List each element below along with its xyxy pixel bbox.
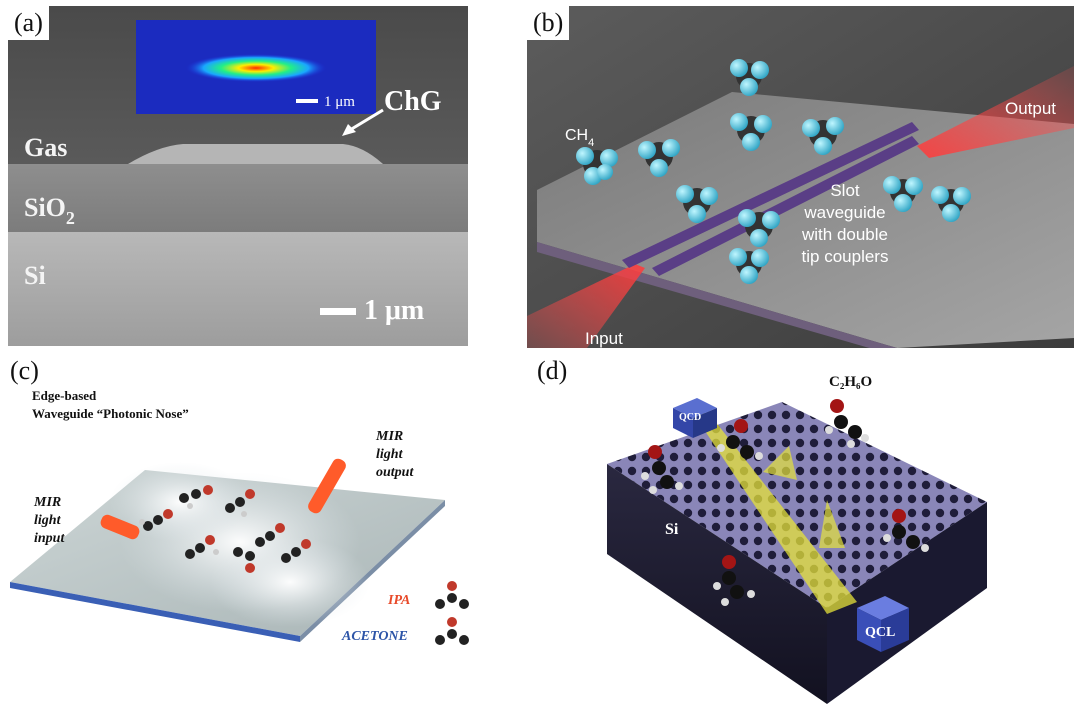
ethanol-molecules <box>641 399 929 606</box>
waveguide-caption: Slot waveguide with double tip couplers <box>801 181 888 266</box>
panel-b: CH4 Output Input Slot waveguide with dou… <box>527 6 1074 348</box>
output-label: Output <box>1005 99 1056 118</box>
svg-text:light: light <box>376 447 404 462</box>
svg-text:tip couplers: tip couplers <box>802 247 889 266</box>
mir-output-beam <box>308 458 346 514</box>
c2h6o-label: C₂H₆O <box>829 374 872 390</box>
panel-a: 1 μm ChG Gas SiO2 Si 1 μm (a) <box>8 6 468 346</box>
ch4-molecules <box>576 59 971 284</box>
input-label: Input <box>585 329 623 348</box>
chg-label: ChG <box>384 86 442 117</box>
legend-acetone-label: ACETONE <box>341 629 408 644</box>
panel-d-image: QCD QCL Si SiO2 C₂H₆O <box>607 374 987 704</box>
panel-d-tag: (d) <box>531 354 574 388</box>
panel-c: Edge-based Waveguide “Photonic Nose” MIR… <box>0 352 520 706</box>
panel-c-tag: (c) <box>4 354 45 388</box>
panel-b-image: CH4 Output Input Slot waveguide with dou… <box>527 6 1074 348</box>
chg-waveguide <box>128 144 383 164</box>
scale-bar <box>320 308 356 315</box>
layer-si-label: Si <box>24 261 46 290</box>
layer-gas-label: Gas <box>24 133 67 162</box>
input-beam <box>527 264 645 348</box>
svg-text:Waveguide “Photonic Nose”: Waveguide “Photonic Nose” <box>32 406 189 421</box>
inset-scale-label: 1 μm <box>324 94 355 110</box>
panel-d: QCD QCL Si SiO2 C₂H₆O (d) <box>527 352 1074 706</box>
slot-waveguide-1 <box>622 122 919 268</box>
svg-text:input: input <box>34 531 65 546</box>
qcd-block <box>673 398 717 438</box>
light-path <box>687 404 857 614</box>
slot-waveguide-2 <box>652 136 919 276</box>
mir-output-label: MIR light output <box>375 429 414 480</box>
sio2-label: SiO2 <box>741 665 780 692</box>
ch4-label: CH4 <box>565 127 594 149</box>
si-label: Si <box>665 521 679 538</box>
panel-c-title: Edge-based Waveguide “Photonic Nose” <box>32 388 189 421</box>
panel-a-tag: (a) <box>8 6 49 40</box>
svg-text:Slot: Slot <box>830 181 860 200</box>
acetone-molecule-icon <box>435 617 469 645</box>
panel-c-image: Edge-based Waveguide “Photonic Nose” MIR… <box>10 388 469 645</box>
svg-text:with double: with double <box>801 225 888 244</box>
legend-ipa-label: IPA <box>387 593 410 608</box>
svg-text:waveguide: waveguide <box>803 203 885 222</box>
svg-text:MIR: MIR <box>33 495 61 510</box>
scale-bar-label: 1 μm <box>364 295 424 326</box>
svg-text:MIR: MIR <box>375 429 403 444</box>
chg-arrow <box>349 108 384 132</box>
qcl-block <box>857 596 909 652</box>
panel-a-image: 1 μm ChG Gas SiO2 Si 1 μm <box>8 6 468 346</box>
svg-text:Edge-based: Edge-based <box>32 388 97 403</box>
svg-text:output: output <box>376 465 414 480</box>
molecules <box>139 485 311 573</box>
mir-input-label: MIR light input <box>33 495 65 546</box>
output-beam <box>917 66 1074 158</box>
mir-input-beam <box>100 514 140 540</box>
layer-sio2-label: SiO2 <box>24 193 75 228</box>
qcd-label: QCD <box>679 412 701 423</box>
panel-b-tag: (b) <box>527 6 570 40</box>
svg-text:light: light <box>34 513 62 528</box>
qcl-label: QCL <box>865 625 895 640</box>
ipa-molecule-icon <box>435 581 469 609</box>
photonic-crystal-top <box>607 402 987 608</box>
